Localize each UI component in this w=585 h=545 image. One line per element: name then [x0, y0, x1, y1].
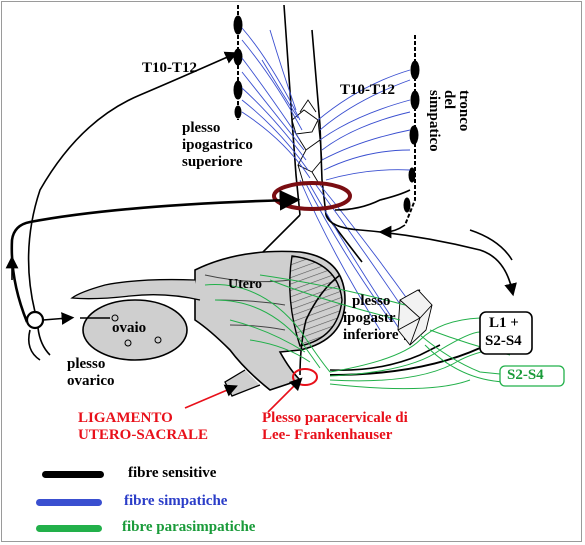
label-uterus: Utero — [228, 277, 262, 292]
legend-label-sympathetic: fibre simpatiche — [124, 493, 228, 509]
label-sympathetic-trunk-1: tronco — [456, 90, 472, 132]
sympathetic-chain-left — [233, 5, 243, 120]
label-paracervical-1: Plesso paracervicale di — [262, 410, 408, 426]
label-t10-right: T10-T12 — [340, 82, 396, 98]
legend-label-sensory: fibre sensitive — [128, 465, 217, 481]
sympathetic-chain-right — [403, 35, 420, 226]
label-superior-plexus-2: ipogastrico — [182, 137, 253, 153]
legend-swatch-sympathetic — [36, 499, 102, 506]
presacral-nerve-marker — [272, 181, 352, 211]
ovary — [82, 299, 188, 361]
paracervical-pointer — [267, 377, 303, 413]
label-ligament-1: LIGAMENTO — [78, 410, 173, 426]
label-paracervical-2: Lee- Frankenhauser — [262, 427, 393, 443]
label-sympathetic-trunk-2: del — [441, 90, 457, 110]
legend-swatch-parasympathetic — [36, 525, 102, 532]
label-inferior-plexus-3: inferiore — [343, 327, 399, 343]
legend-swatch-sensory — [42, 471, 104, 478]
label-t10-left: T10-T12 — [142, 60, 198, 76]
l1-s2-s4-box — [479, 311, 533, 355]
label-ovary: ovaio — [112, 320, 147, 336]
label-ligament-2: UTERO-SACRALE — [78, 427, 209, 443]
label-inferior-plexus-2: ipogastr — [343, 310, 396, 326]
label-superior-plexus-1: plesso — [182, 120, 221, 136]
label-l1: L1 + — [489, 315, 519, 331]
label-l1-s2-s4: S2-S4 — [485, 333, 522, 349]
label-superior-plexus-3: superiore — [182, 154, 243, 170]
ovarian-plexus-node — [25, 310, 45, 330]
s2-s4-box — [499, 365, 565, 387]
ligament-pointer — [184, 384, 238, 409]
label-s2-s4: S2-S4 — [507, 367, 544, 383]
legend-label-parasympathetic: fibre parasimpatiche — [122, 519, 256, 535]
label-sympathetic-trunk-3: simpatico — [426, 90, 442, 152]
sympathetic-fibres — [241, 27, 411, 331]
paracervical-plexus-marker — [292, 368, 318, 386]
label-ovarian-plexus-2: ovarico — [67, 373, 115, 389]
label-ovarian-plexus-1: plesso — [67, 356, 106, 372]
aorta-outline — [259, 4, 363, 263]
label-inferior-plexus-1: plesso — [352, 293, 391, 309]
inferior-plexus-mesh — [397, 289, 433, 346]
